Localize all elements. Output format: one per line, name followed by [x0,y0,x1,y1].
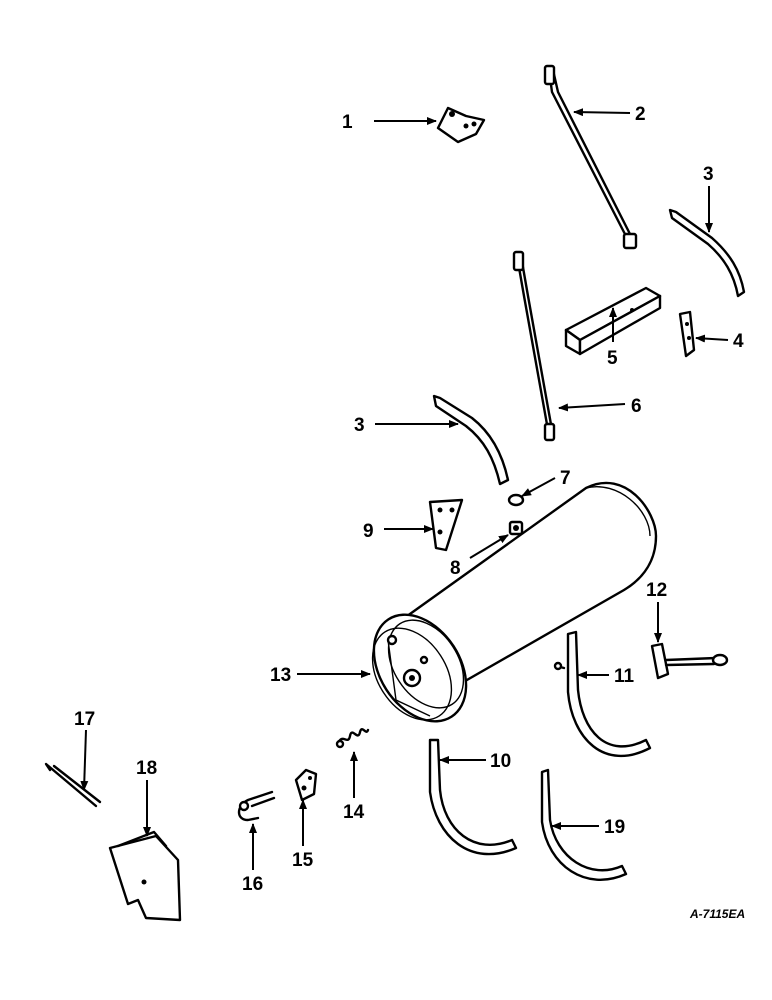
part-9-plate [428,498,464,552]
callout-15: 15 [292,850,314,871]
part-16-hook [237,790,276,822]
part-1-bracket [436,106,486,144]
callout-5: 5 [607,348,618,369]
part-13-tank [371,481,658,723]
leader-2 [573,108,631,117]
callout-19: 19 [604,817,625,838]
part-18-shield [108,830,182,922]
part-6-rod [512,250,556,442]
leader-8 [469,534,509,559]
part-11-strap [553,630,652,758]
part-3-strap-upper [668,208,746,298]
part-7-cap [507,493,525,507]
callout-8: 8 [450,558,461,579]
callout-labels: 1 2 3 3 4 5 6 7 8 9 10 11 12 13 14 15 16… [74,104,744,895]
part-12-clamp [650,642,729,680]
callout-11: 11 [614,666,635,687]
callout-16: 16 [242,874,263,895]
part-2-rod [543,64,638,250]
part-14-spring [335,727,370,749]
callout-18: 18 [136,758,157,779]
leader-7 [521,477,556,497]
leader-6 [558,403,626,412]
callout-13: 13 [270,665,291,686]
callout-3-upper: 3 [703,164,714,185]
callout-9: 9 [363,521,374,542]
callout-1: 1 [342,112,353,133]
callout-7: 7 [560,468,571,489]
part-19-strap [540,768,628,881]
callout-14: 14 [343,802,365,823]
leader-lines [80,108,729,870]
callout-17: 17 [74,709,95,730]
callout-12: 12 [646,580,667,601]
part-10-strap [428,738,518,856]
part-17-rod [44,762,102,808]
part-15-clip [294,768,318,802]
drawing-code: A-7115EA [689,907,745,921]
callout-2: 2 [635,104,646,125]
part-4-bracket [678,310,696,358]
callout-10: 10 [490,751,511,772]
part-3-strap-lower [432,394,510,486]
callout-6: 6 [631,396,642,417]
leader-4 [695,334,729,343]
callout-4: 4 [733,331,744,352]
callout-3-lower: 3 [354,415,365,436]
leader-17 [80,729,89,791]
